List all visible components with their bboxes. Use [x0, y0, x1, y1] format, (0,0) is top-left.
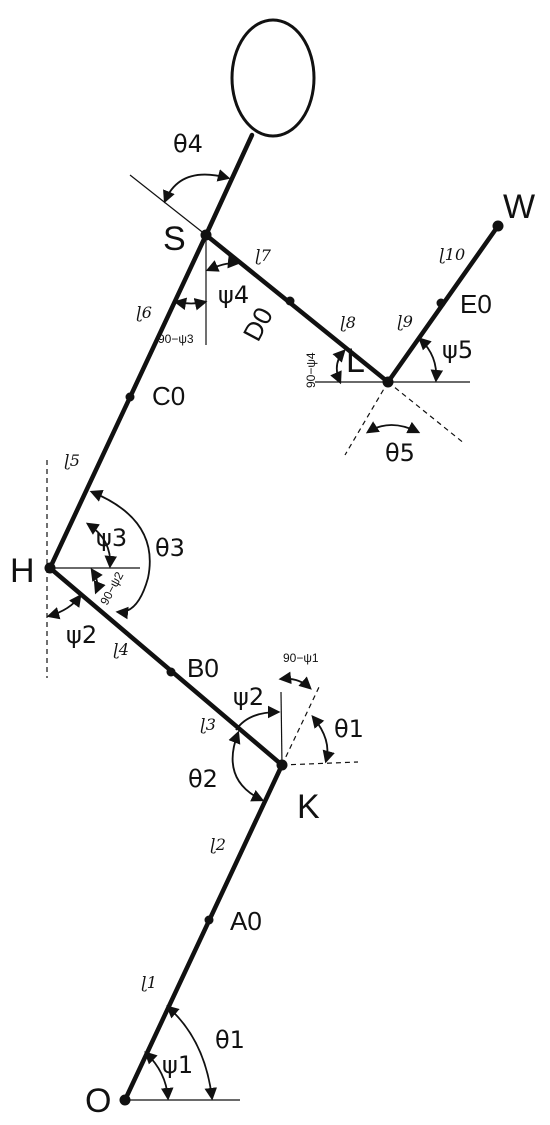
- joint-W-dot: [492, 220, 504, 232]
- label-joint-K: K: [297, 788, 320, 826]
- label-theta1-knee: θ1: [334, 715, 364, 743]
- label-mass-E0: E0: [460, 289, 492, 319]
- label-mass-C0: C0: [152, 381, 185, 411]
- arc-ninety-minus-psi3: [173, 297, 208, 311]
- arc-theta2: [228, 730, 265, 802]
- elbow-dashed-right: [387, 381, 466, 445]
- label-ninety-minus-psi2: 90−ψ2: [97, 569, 126, 607]
- trunk-segment: [47, 232, 209, 571]
- label-link-l9: ɭ9: [397, 312, 413, 331]
- label-joint-H: H: [10, 552, 35, 590]
- label-link-l10: ɭ10: [439, 245, 465, 264]
- elbow-dashed-left: [344, 381, 389, 456]
- label-link-l7: ɭ7: [255, 246, 272, 265]
- label-psi5: ψ5: [442, 336, 473, 364]
- arc-theta1-knee: [311, 715, 335, 764]
- arc-psi5: [418, 337, 444, 383]
- arc-theta3: [89, 490, 151, 620]
- label-theta4: θ4: [173, 130, 203, 158]
- mass-A0-dot: [204, 915, 214, 925]
- mass-C0-dot: [125, 392, 135, 402]
- label-link-l4: ɭ4: [113, 640, 129, 659]
- label-mass-B0: B0: [187, 653, 219, 683]
- label-ninety-minus-psi1: 90−ψ1: [283, 651, 319, 665]
- thigh-segment: [47, 565, 285, 768]
- arc-ninety-minus-psi4: [330, 349, 346, 385]
- label-joint-O: O: [85, 1082, 111, 1120]
- arc-psi1-ankle: [144, 1051, 174, 1101]
- label-link-l3: ɭ3: [200, 715, 216, 734]
- head-ellipse: [230, 18, 316, 138]
- joint-L-dot: [382, 376, 394, 388]
- label-mass-A0: A0: [230, 906, 262, 936]
- arc-psi4: [205, 255, 241, 272]
- label-theta1-ankle: θ1: [215, 1026, 245, 1054]
- label-joint-W: W: [503, 188, 535, 226]
- label-link-l8: ɭ8: [340, 313, 356, 332]
- knee-vertical-line: [280, 691, 283, 766]
- arc-psi2-hip: [46, 593, 82, 620]
- label-psi1-ankle: ψ1: [162, 1051, 193, 1079]
- arc-theta1-ankle: [166, 1005, 218, 1101]
- arc-theta4: [163, 169, 231, 204]
- mass-B0-dot: [166, 667, 176, 677]
- joint-H-dot: [44, 562, 56, 574]
- arc-ninety-minus-psi2: [90, 567, 106, 595]
- label-ninety-minus-psi4: 90−ψ4: [304, 352, 318, 388]
- knee-dashed-horizontal: [281, 761, 359, 766]
- label-theta3: θ3: [155, 534, 185, 562]
- label-link-l2: ɭ2: [210, 835, 226, 854]
- neck-segment: [203, 132, 255, 238]
- label-link-l5: ɭ5: [64, 451, 80, 470]
- neck-extension-line: [129, 174, 207, 236]
- arc-psi2-knee: [235, 705, 281, 731]
- joint-O-dot: [119, 1094, 131, 1106]
- label-theta5: θ5: [385, 439, 415, 467]
- label-joint-L: L: [346, 342, 365, 380]
- mass-E0-dot: [436, 298, 446, 308]
- label-ninety-minus-psi3: 90−ψ3: [158, 332, 194, 346]
- mass-D0-dot: [285, 296, 295, 306]
- shank-segment: [122, 762, 285, 1103]
- label-psi3: ψ3: [96, 524, 127, 552]
- joint-S-dot: [200, 229, 212, 241]
- label-theta2: θ2: [188, 765, 218, 793]
- label-psi2-knee: ψ2: [233, 683, 264, 711]
- arc-theta5: [365, 421, 421, 434]
- arc-ninety-minus-psi1: [278, 671, 312, 690]
- label-psi2-hip: ψ2: [66, 621, 97, 649]
- label-link-l1: ɭ1: [141, 973, 157, 992]
- label-psi4: ψ4: [218, 281, 249, 309]
- label-joint-S: S: [163, 220, 186, 258]
- label-link-l6: ɭ6: [136, 303, 152, 322]
- knee-dashed-extension: [281, 684, 321, 766]
- joint-K-dot: [276, 759, 288, 771]
